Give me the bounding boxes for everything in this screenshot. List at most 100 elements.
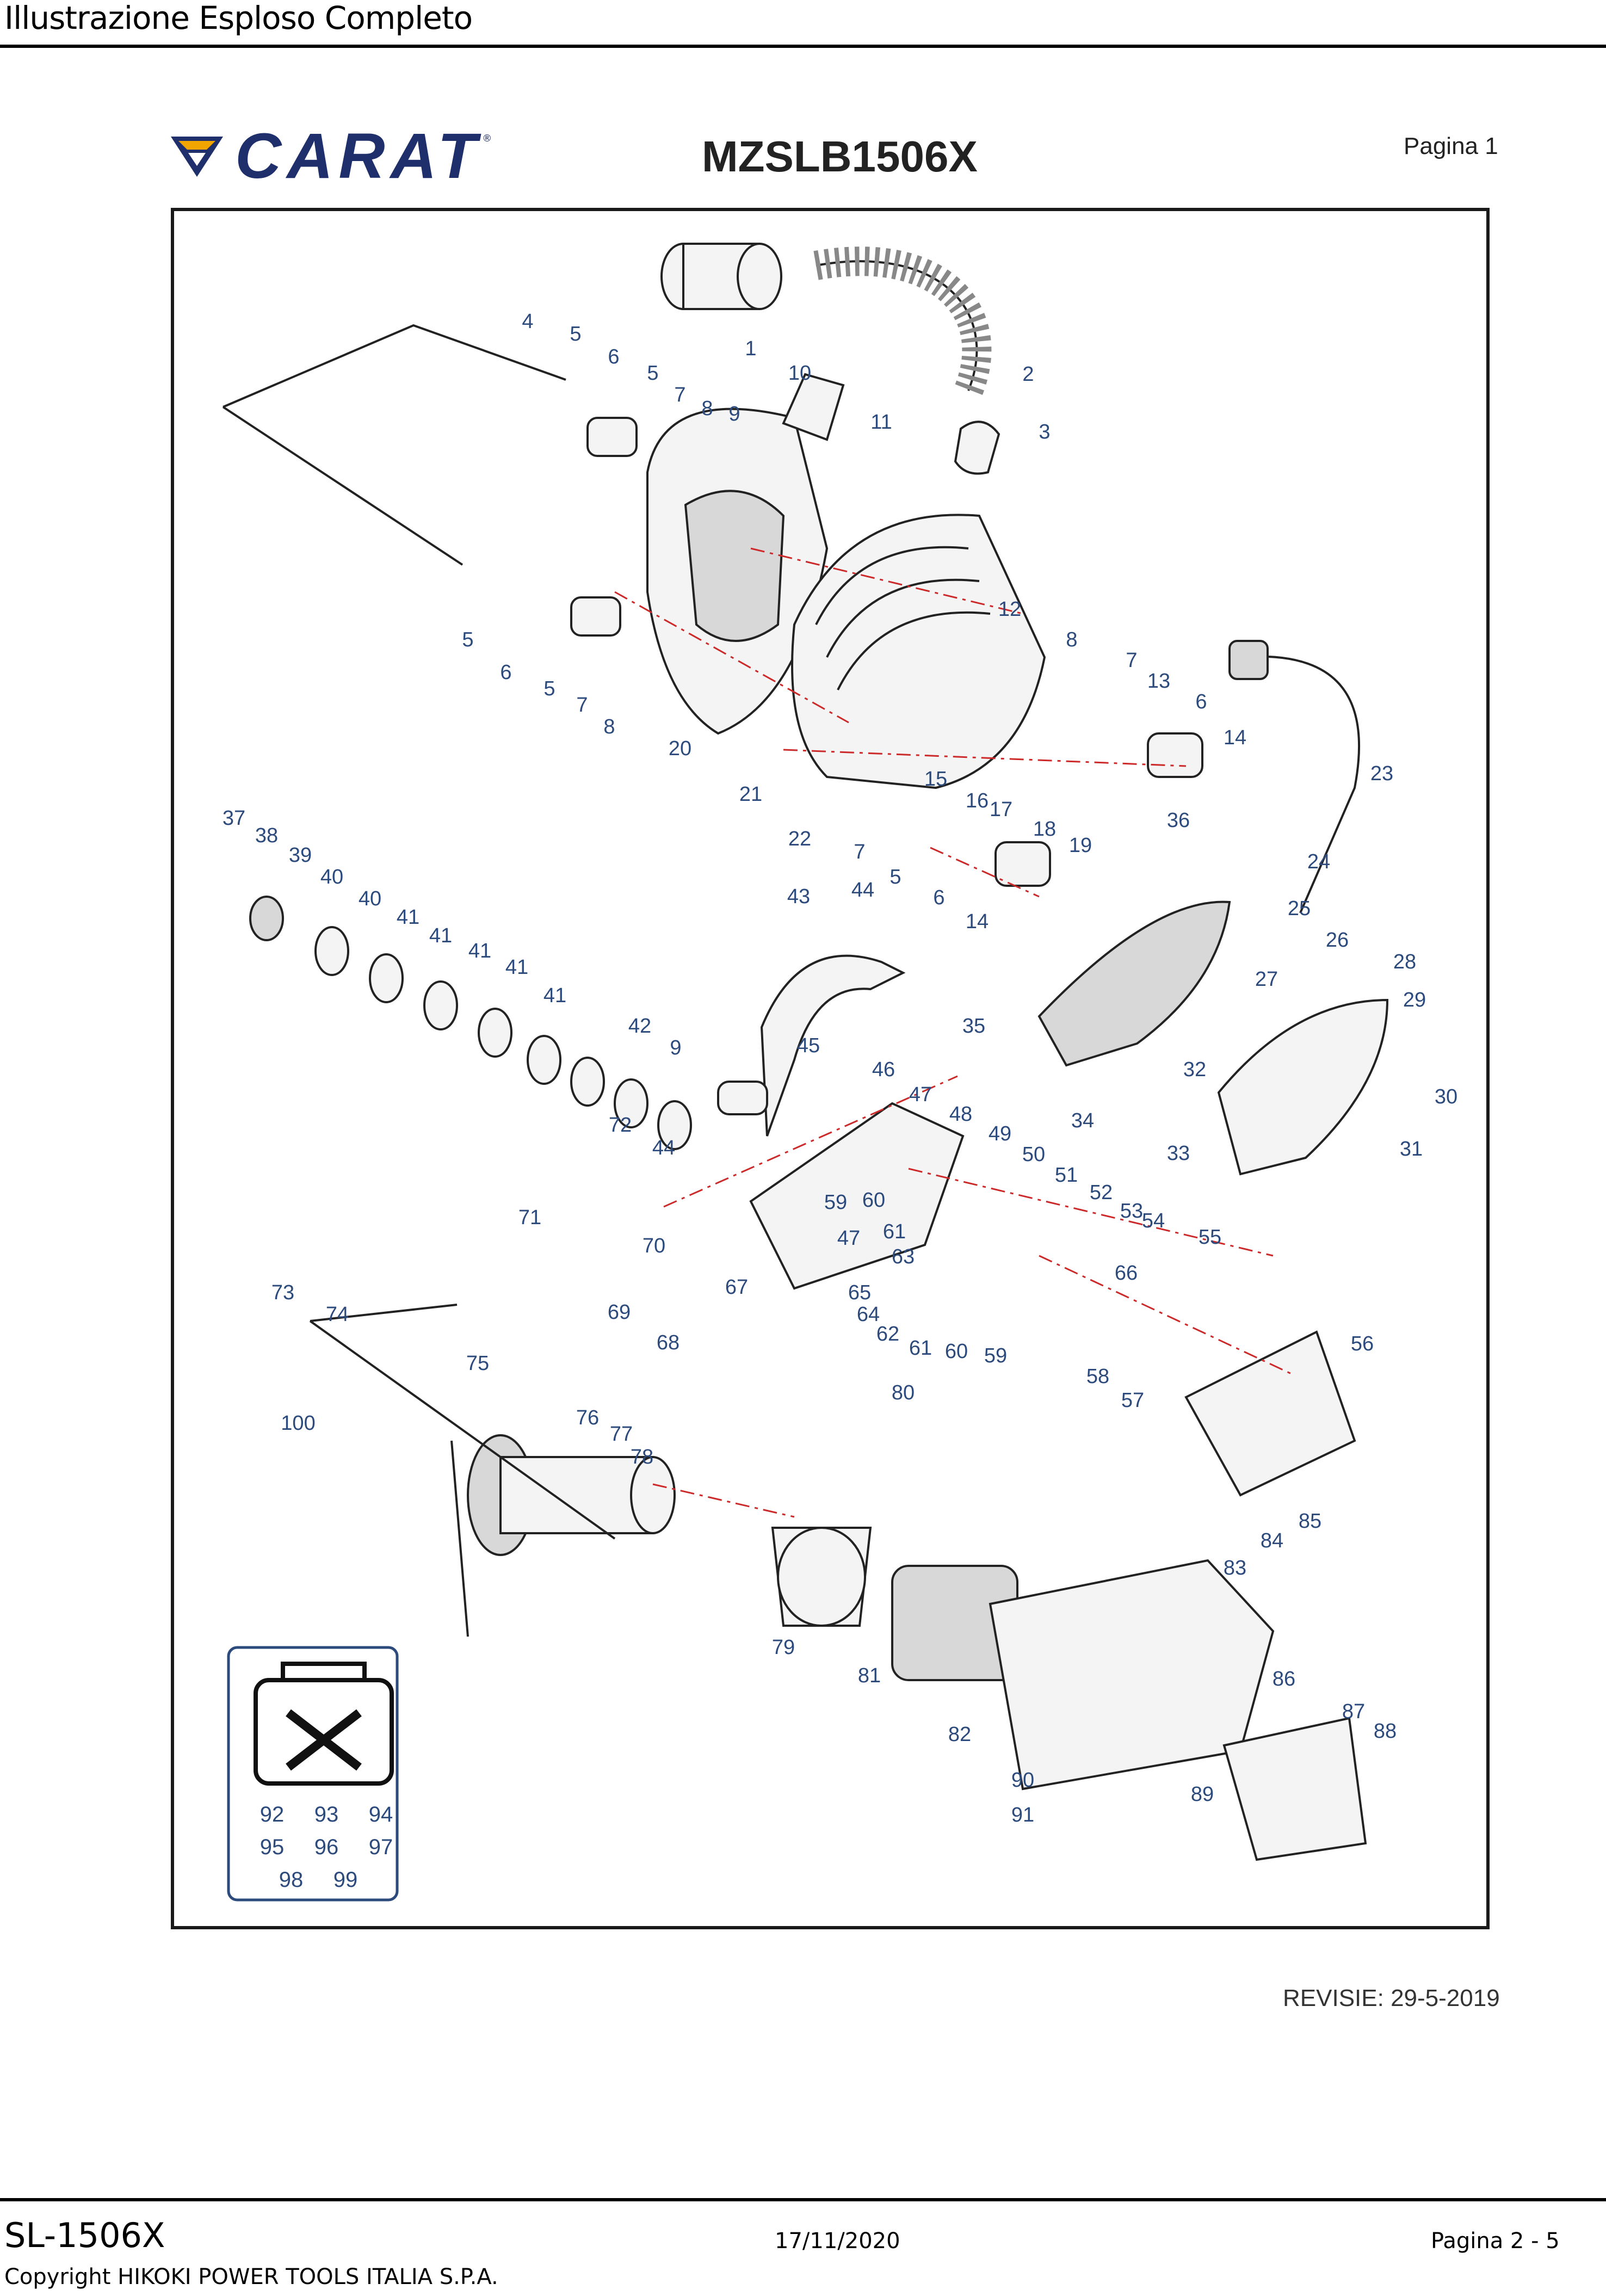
part-label-60a: 60 <box>862 1189 885 1212</box>
part-main-guard <box>791 514 1046 789</box>
part-label-83: 83 <box>1224 1557 1246 1579</box>
part-label-66: 66 <box>1115 1262 1138 1285</box>
part-label-57: 57 <box>1121 1389 1144 1412</box>
footer-copyright: Copyright HIKOKI POWER TOOLS ITALIA S.P.… <box>4 2264 498 2289</box>
part-label-55: 55 <box>1199 1226 1221 1249</box>
part-label-4: 4 <box>522 310 533 333</box>
part-label-65: 65 <box>848 1281 871 1304</box>
part-label-53: 53 <box>1120 1200 1143 1223</box>
part-label-7a: 7 <box>674 384 685 406</box>
header-rule <box>0 45 1606 48</box>
part-label-86: 86 <box>1273 1668 1295 1690</box>
parts-artwork <box>222 243 1389 1861</box>
part-label-45: 45 <box>797 1034 820 1057</box>
part-label-41c: 41 <box>468 940 491 962</box>
part-label-5a: 5 <box>570 323 581 345</box>
part-label-25: 25 <box>1288 897 1311 920</box>
part-label-6a: 6 <box>608 345 619 368</box>
part-label-7b: 7 <box>576 694 588 717</box>
page-label: Pagina 1 <box>1404 133 1498 159</box>
part-label-8b: 8 <box>603 715 615 738</box>
assembly-axes <box>614 547 1295 1518</box>
part-bushing-6b <box>570 596 621 637</box>
part-label-51: 51 <box>1055 1164 1078 1187</box>
toolbox-number-94: 94 <box>369 1803 393 1826</box>
part-label-35: 35 <box>962 1015 985 1038</box>
part-frame-bar-2 <box>222 406 464 566</box>
toolbox-number-93: 93 <box>314 1803 339 1826</box>
part-label-20: 20 <box>669 737 691 760</box>
revision-date: REVISIE: 29-5-2019 <box>1283 1985 1500 2011</box>
part-label-58: 58 <box>1086 1365 1109 1388</box>
part-plug <box>1228 640 1269 680</box>
part-label-6b: 6 <box>500 661 511 684</box>
part-label-33: 33 <box>1167 1142 1190 1165</box>
part-label-15: 15 <box>924 768 947 791</box>
part-label-2: 2 <box>1022 363 1034 386</box>
part-label-44b: 44 <box>652 1137 675 1159</box>
part-label-38: 38 <box>255 824 278 847</box>
part-label-37: 37 <box>223 807 245 830</box>
wrench-screwdriver-icon <box>286 1709 362 1771</box>
toolbox-frame <box>227 1646 399 1902</box>
part-label-34: 34 <box>1071 1109 1094 1132</box>
part-label-63: 63 <box>892 1245 915 1268</box>
part-gear-arm <box>749 1102 965 1290</box>
part-label-64: 64 <box>857 1303 880 1326</box>
part-label-42: 42 <box>628 1015 651 1038</box>
carat-diamond-icon <box>171 137 223 177</box>
part-label-46: 46 <box>872 1058 895 1081</box>
part-label-48: 48 <box>949 1103 972 1126</box>
part-label-76: 76 <box>576 1406 599 1429</box>
logo-wordmark: CARAT <box>235 120 483 192</box>
part-label-90: 90 <box>1011 1769 1034 1792</box>
part-label-5c: 5 <box>462 628 473 651</box>
part-label-14a: 14 <box>1224 726 1246 749</box>
part-label-54: 54 <box>1142 1209 1165 1232</box>
part-label-72: 72 <box>609 1114 632 1137</box>
part-bushing-6d <box>995 841 1051 887</box>
footer-rule <box>0 2198 1606 2201</box>
part-main-guard-rib-2 <box>826 578 980 658</box>
part-label-100: 100 <box>281 1412 315 1435</box>
part-label-50: 50 <box>1022 1143 1045 1166</box>
page-header-title: Illustrazione Esploso Completo <box>4 0 473 36</box>
part-label-19: 19 <box>1069 834 1092 857</box>
model-title: MZSLB1506X <box>702 132 978 181</box>
part-rear-guard-inner <box>684 490 785 642</box>
part-label-75: 75 <box>466 1352 489 1375</box>
part-elbow <box>954 421 1000 475</box>
part-bushing-6a <box>586 417 638 457</box>
part-end-cap <box>1222 1717 1367 1861</box>
part-main-guard-rib-3 <box>837 611 991 690</box>
toolbox-group <box>227 1646 399 1902</box>
part-label-47a: 47 <box>909 1083 932 1106</box>
part-label-7c: 7 <box>1126 649 1137 672</box>
part-label-82: 82 <box>948 1723 971 1746</box>
part-label-3: 3 <box>1039 421 1050 443</box>
toolbox-number-99: 99 <box>333 1868 358 1892</box>
footer-model-code: SL-1506X <box>4 2215 165 2255</box>
part-label-70: 70 <box>643 1235 665 1257</box>
exploded-view-drawing: 1234565789101156578128713614232015161721… <box>222 243 1457 1902</box>
carat-logo: CARAT ® <box>169 120 492 192</box>
part-label-13: 13 <box>1147 670 1170 693</box>
part-label-17: 17 <box>990 798 1012 821</box>
part-label-12: 12 <box>998 598 1021 621</box>
part-label-91: 91 <box>1011 1804 1034 1826</box>
part-label-43: 43 <box>787 885 810 908</box>
part-label-9a: 9 <box>728 403 740 425</box>
part-label-16: 16 <box>966 789 989 812</box>
part-label-21: 21 <box>739 783 762 806</box>
footer-page-number: Pagina 2 - 5 <box>1431 2229 1560 2254</box>
part-label-5d: 5 <box>543 677 555 700</box>
part-label-5b: 5 <box>647 362 658 385</box>
part-label-29: 29 <box>1403 989 1426 1011</box>
part-label-69: 69 <box>608 1301 631 1324</box>
part-upper-guard <box>760 954 906 1137</box>
part-armature <box>467 1434 676 1556</box>
part-label-56: 56 <box>1351 1332 1374 1355</box>
part-label-22: 22 <box>788 828 811 850</box>
part-label-5e: 5 <box>890 866 901 888</box>
